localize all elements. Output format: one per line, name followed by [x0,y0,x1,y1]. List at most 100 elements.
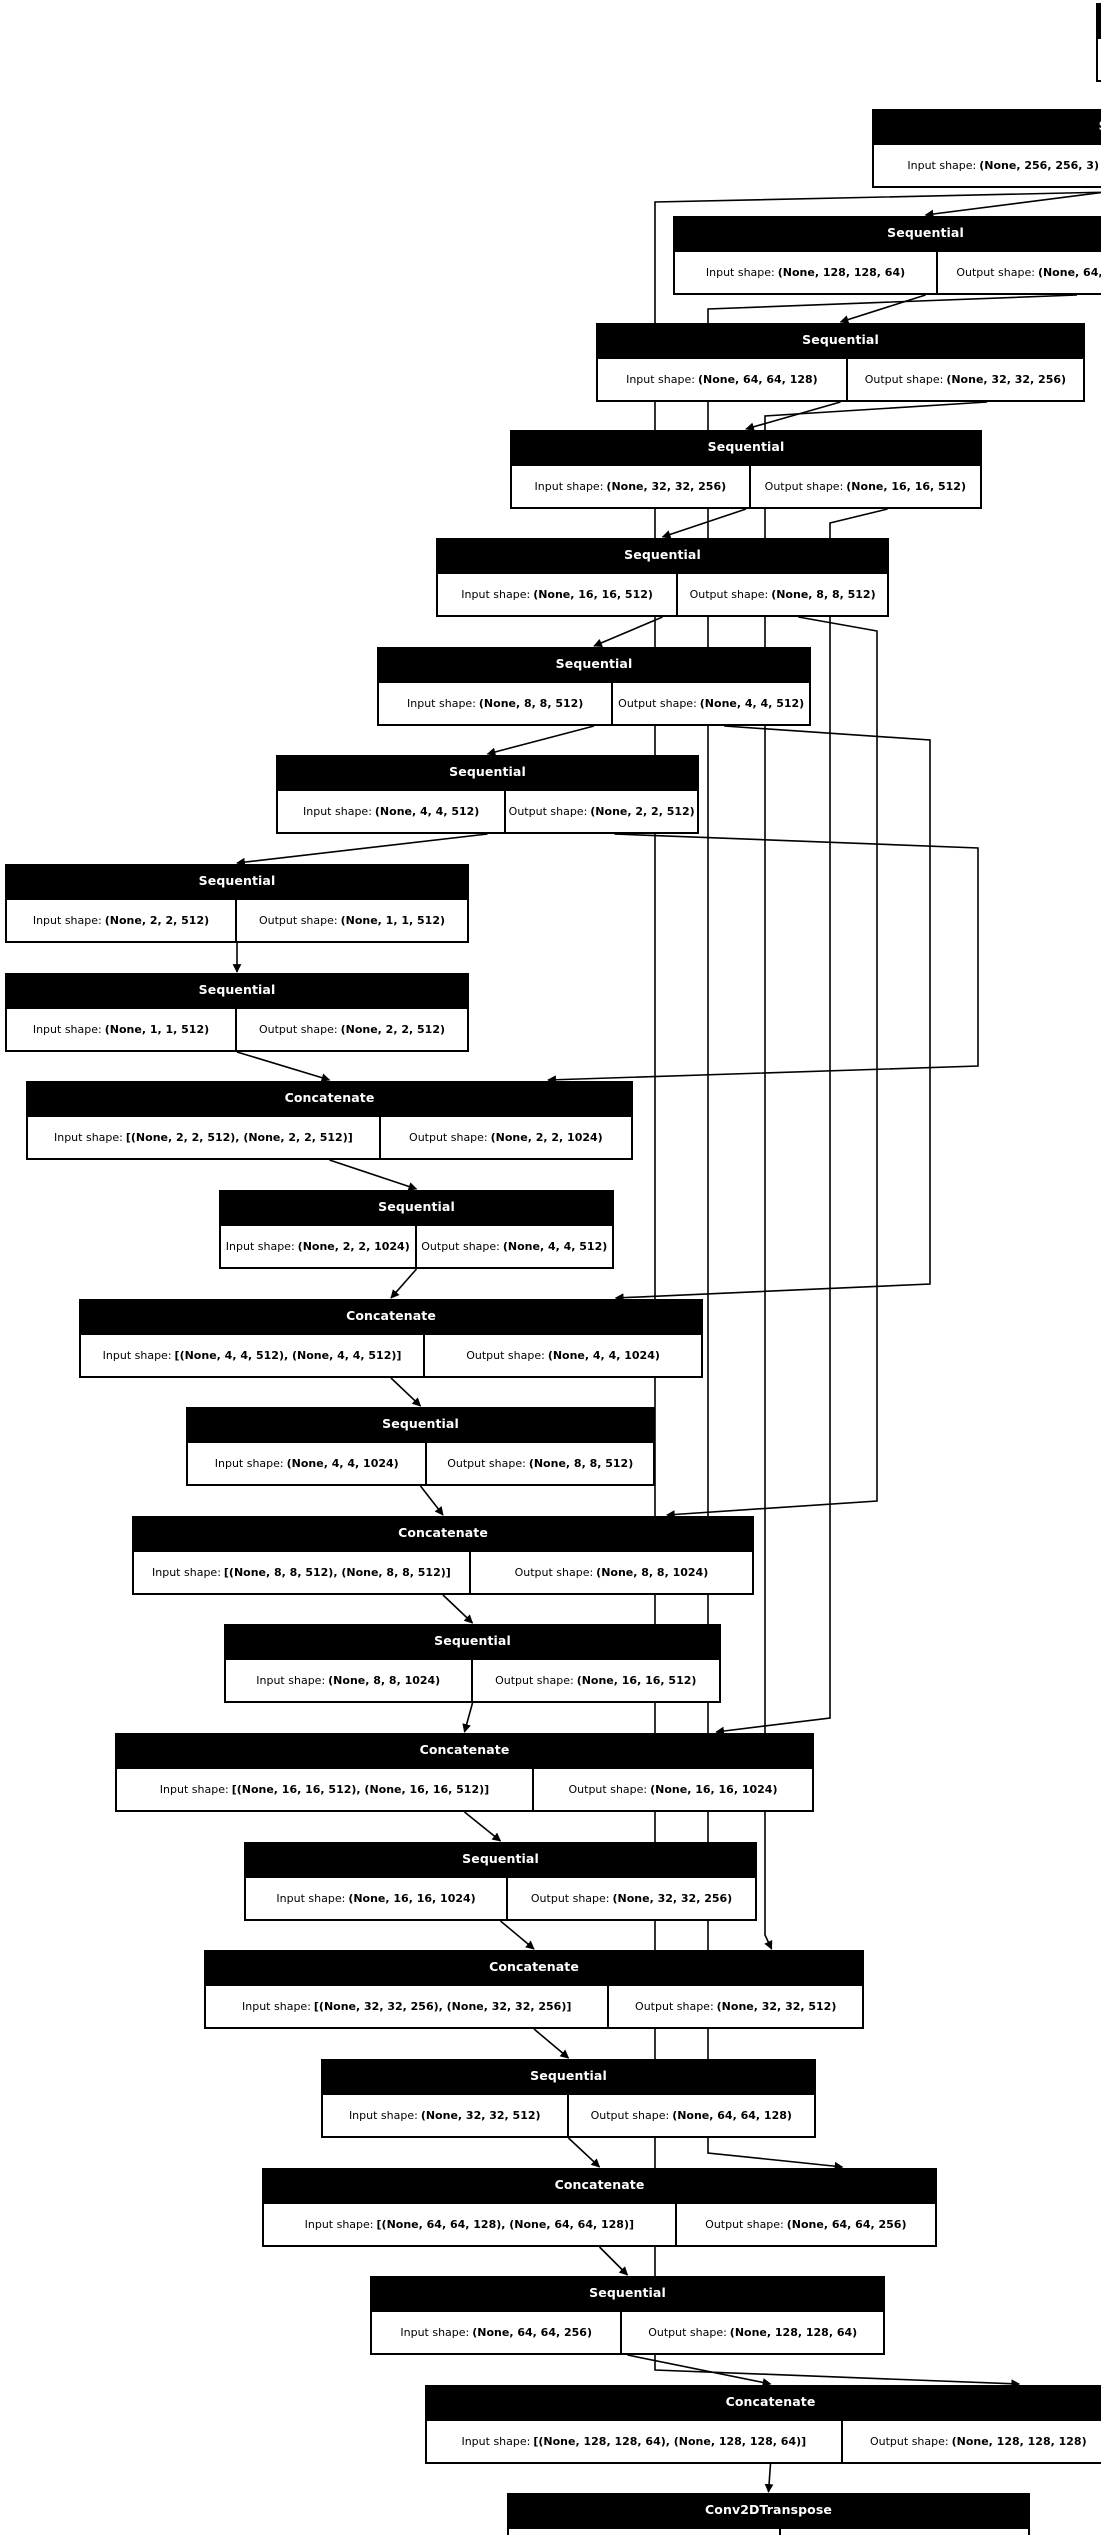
node-title: Sequential [379,649,809,681]
input-shape-label: Input shape: [53,1130,123,1144]
output-shape-label: Output shape: [447,1456,526,1470]
node-shape-row: Input shape:[(None, 8, 8, 512), (None, 8… [134,1549,752,1594]
node-title: Concatenate [28,1083,631,1115]
output-shape-label: Output shape: [508,804,588,818]
input-shape-value: (None, 1, 1, 512) [104,1022,210,1036]
input-shape-label: Input shape: [152,1565,221,1579]
edge-seq_up_4-to-concat_4 [462,1702,474,1733]
input-shape-value: [(None, 8, 8, 512), (None, 8, 8, 512)] [223,1565,451,1579]
output-shape-value: (None, 2, 2, 512) [340,1022,445,1036]
node-input-shape: Input shape:[(None, 32, 32, 256), (None,… [206,1985,610,2027]
input-shape-value: (None, 8, 8, 512) [478,696,584,710]
node-title: Concatenate [81,1301,701,1333]
input-shape-label: Input shape: [303,804,372,818]
node-input-shape: Input shape:(None, 16, 16, 512) [438,573,679,615]
node-shape-row: Input shape:(None, 16, 16, 512)Output sh… [438,571,887,616]
node-shape-row: Input shape:(None, 32, 32, 512) Output sh… [323,2092,815,2137]
node-input-shape: Input shape:(None, 4, 4, 1024) [188,1442,428,1484]
node-conv2d_transpose[interactable]: Conv2DTransposeInput shape:(None, 128, 1… [507,2493,1030,2535]
node-input-shape: Input shape:(None, 2, 2, 1024) [221,1225,417,1267]
node-output-shape: Output shape:(None, 4, 4, 1024) [425,1335,701,1377]
node-shape-row: Input shape:(None, 64, 64, 128)Output sh… [598,356,1083,401]
node-title: InputLayer [1098,5,1101,37]
node-title: Concatenate [264,2170,935,2202]
output-shape-label: Output shape: [689,587,769,601]
input-shape-label: Input shape: [304,2217,374,2231]
node-title: Sequential [278,757,697,789]
input-shape-label: Input shape: [461,2434,531,2448]
node-input-shape: Input shape:[(None, 16, 16, 512), (None,… [117,1768,534,1810]
input-shape-value: [(None, 64, 64, 128), (None, 64, 64, 128… [376,2217,635,2231]
input-shape-value: (None, 32, 32, 512) [420,2108,541,2122]
node-output-shape: Output shape:(None, 64, 64, 128) [569,2095,815,2137]
node-input-shape: Input shape:(None, 32, 32, 256) [512,465,751,507]
edge-concat_1-to-seq_up_2 [329,1159,418,1191]
input-shape-label: Input shape: [159,1782,229,1796]
output-shape-value: (None, 8, 8, 512) [528,1456,634,1470]
node-input_layer[interactable]: InputLayerOutput shape:(None, 256, 256, … [1096,3,1101,82]
node-output-shape: Output shape:(None, 2, 2, 512) [506,791,697,833]
output-shape-label: Output shape: [514,1565,594,1579]
node-input-shape: Input shape:(None, 8, 8, 512) [379,682,614,724]
node-output-shape: Output shape:(None, 32, 32, 256) [848,359,1083,401]
output-shape-value: (None, 64, 64, 256) [786,2217,907,2231]
output-shape-value: (None, 2, 2, 1024) [490,1130,603,1144]
output-shape-value: (None, 128, 128, 64) [729,2325,858,2339]
edge-seq_down_1-to-seq_down_2 [924,191,1101,219]
node-shape-row: Input shape:(None, 128, 128, 128)Output … [509,2526,1028,2535]
input-shape-value: [(None, 32, 32, 256), (None, 32, 32, 256… [313,1999,572,2013]
input-shape-value: (None, 2, 2, 512) [104,913,210,927]
node-shape-row: Input shape:(None, 32, 32, 256)Output sh… [512,463,980,507]
node-output-shape: Output shape:(None, 16, 16, 512) [473,1660,720,1702]
skip-seq_down_1-to-concat_7 [654,191,1101,2389]
node-input-shape: Input shape:[(None, 4, 4, 512), (None, 4… [81,1334,426,1376]
skip-seq_down_5-to-concat_3 [666,616,878,1519]
node-title: Sequential [675,218,1101,250]
node-title: Conv2DTranspose [509,2495,1028,2527]
node-title: Sequential [874,111,1101,143]
node-output-shape: Output shape:(None, 8, 8, 1024) [471,1552,752,1594]
output-shape-label: Output shape: [635,1999,714,2013]
node-output-shape: Output shape:(None, 2, 2, 512) [237,1009,467,1051]
node-title: Concatenate [134,1518,752,1550]
input-shape-label: Input shape: [348,2108,418,2122]
output-shape-label: Output shape: [568,1782,648,1796]
output-shape-label: Output shape: [864,372,944,386]
node-output-shape: Output shape:(None, 8, 8, 512) [678,574,887,616]
node-title: Sequential [323,2061,814,2093]
node-title: Sequential [7,975,467,1007]
output-shape-value: (None, 4, 4, 512) [699,696,805,710]
output-shape-value: (None, 8, 8, 1024) [596,1565,709,1579]
node-title: Sequential [221,1192,612,1224]
input-shape-label: Input shape: [907,158,977,172]
node-output-shape: Output shape:(None, 16, 16, 1024) [534,1769,812,1811]
edge-seq_down_3-to-seq_down_4 [745,401,841,432]
input-shape-label: Input shape: [400,2325,470,2339]
edge-concat_3-to-seq_up_4 [442,1594,474,1624]
edge-concat_4-to-seq_up_5 [463,1811,502,1842]
input-shape-label: Input shape: [461,587,531,601]
node-input-shape: Input shape:(None, 2, 2, 512) [7,899,237,941]
